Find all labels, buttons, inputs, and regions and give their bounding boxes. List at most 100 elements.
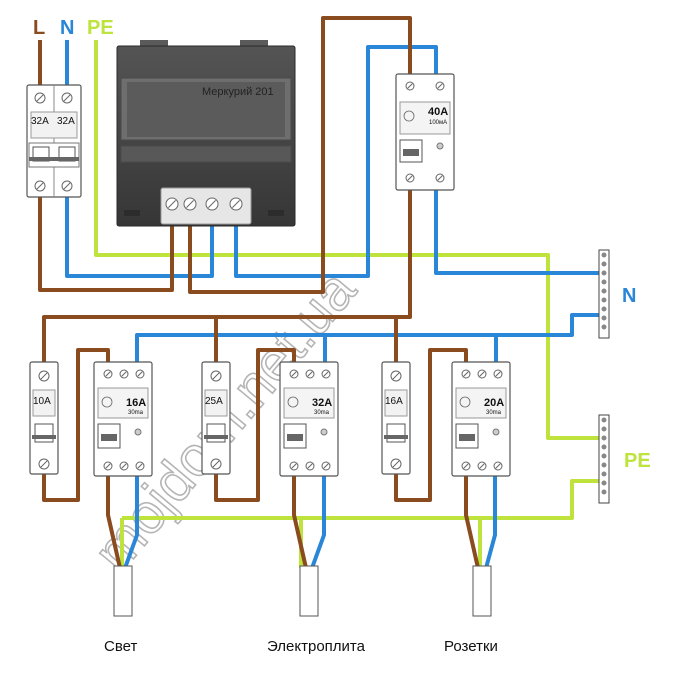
bus-screw xyxy=(601,261,607,267)
main-breaker-bottom-screw xyxy=(61,180,73,192)
n-light-drop xyxy=(123,470,139,569)
rcd-bottom-screw xyxy=(135,461,145,471)
main-breaker-top-screw xyxy=(61,92,73,104)
bus-screw xyxy=(601,252,607,258)
l-meter-to-rcd-wire xyxy=(188,16,412,294)
breaker-bottom-screw xyxy=(210,458,222,470)
bus-screw xyxy=(601,453,607,459)
rcd-bottom-screw xyxy=(103,461,113,471)
group-breaker-1: 10A xyxy=(29,361,59,475)
l-br2-to-rcd2-wire xyxy=(214,348,296,502)
rcd-sensitivity: 30ma xyxy=(128,410,144,416)
bus-screw xyxy=(601,462,607,468)
rcd-rating: 20A xyxy=(484,397,504,409)
pe-bus-wire xyxy=(122,479,602,520)
bus-screw xyxy=(601,471,607,477)
l-rcd-to-groups-wire xyxy=(42,185,412,367)
main-rcd-bottom-screw xyxy=(435,173,445,183)
meter-model-label: Меркурий 201 xyxy=(202,86,274,98)
l-sockets-drop xyxy=(464,470,480,569)
main-rcd-rating: 40A xyxy=(428,106,448,118)
main-rcd-sensitivity: 100мА xyxy=(429,120,447,126)
rcd-top-screw xyxy=(477,369,487,379)
cable-sockets xyxy=(472,565,492,617)
meter-terminal-screw xyxy=(205,197,219,211)
rcd-bottom-screw xyxy=(305,461,315,471)
caption-sockets: Розетки xyxy=(444,638,498,655)
main-rcd: 40A 100мА xyxy=(395,73,455,191)
rcd-top-screw xyxy=(119,369,129,379)
l-br1-to-rcd1-wire xyxy=(42,348,110,502)
bus-screw xyxy=(601,297,607,303)
rcd-bottom-screw xyxy=(321,461,331,471)
group-breaker-2: 25A xyxy=(201,361,231,475)
earth-label: PE xyxy=(87,17,114,39)
rcd-top-screw xyxy=(493,369,503,379)
wires xyxy=(38,16,602,569)
meter-terminal-screw xyxy=(229,197,243,211)
energy-meter: Меркурий 201 xyxy=(116,40,296,227)
rcd-bottom-screw xyxy=(289,461,299,471)
main-breaker-top-screw xyxy=(34,92,46,104)
bus-screw xyxy=(601,426,607,432)
main-breaker-rating-1: 32A xyxy=(31,116,49,127)
rcd-bottom-screw xyxy=(493,461,503,471)
meter-terminal-screw xyxy=(183,197,197,211)
bus-screw xyxy=(601,324,607,330)
bus-screw xyxy=(601,288,607,294)
bus-screw xyxy=(601,306,607,312)
breaker-top-screw xyxy=(390,370,402,382)
n-meter-to-rcd-wire xyxy=(234,45,438,278)
breaker-rating: 16A xyxy=(385,396,403,407)
rcd-rating: 32A xyxy=(312,397,332,409)
rcd-sensitivity: 30ma xyxy=(486,410,502,416)
breaker-top-screw xyxy=(38,370,50,382)
rcd-sensitivity: 30ma xyxy=(314,410,330,416)
earth-bus xyxy=(598,414,610,504)
caption-light: Свет xyxy=(104,638,137,655)
bus-screw xyxy=(601,279,607,285)
breaker-bottom-screw xyxy=(38,458,50,470)
breaker-bottom-screw xyxy=(390,458,402,470)
caption-stove: Электроплита xyxy=(267,638,366,655)
main-breaker-bottom-screw xyxy=(34,180,46,192)
neutral-label: N xyxy=(60,17,74,39)
main-rcd-top-screw xyxy=(435,81,445,91)
meter-terminal-screw xyxy=(165,197,179,211)
earth-bus-label: PE xyxy=(624,450,651,472)
l-breaker-to-meter-wire xyxy=(38,195,174,292)
l-light-drop xyxy=(106,470,122,569)
pe-feed-wire xyxy=(94,40,602,440)
n-bus-to-groups-wire xyxy=(135,313,602,367)
bus-screw xyxy=(601,489,607,495)
rcd-top-screw xyxy=(103,369,113,379)
cable-light xyxy=(113,565,133,617)
n-sockets-drop xyxy=(484,470,497,569)
bus-screw xyxy=(601,417,607,423)
bus-screw xyxy=(601,480,607,486)
main-breaker-rating-2: 32A xyxy=(57,116,75,127)
group-breaker-3: 16A xyxy=(381,361,411,475)
rcd-top-screw xyxy=(305,369,315,379)
bus-screw xyxy=(601,435,607,441)
rcd-top-screw xyxy=(321,369,331,379)
output-cables xyxy=(113,565,492,617)
phase-label: L xyxy=(33,17,45,39)
rcd-rating: 16A xyxy=(126,397,146,409)
rcd-bottom-screw xyxy=(119,461,129,471)
breaker-rating: 25A xyxy=(205,396,223,407)
l-stove-drop xyxy=(292,470,308,569)
neutral-bus-label: N xyxy=(622,285,636,307)
n-rcd-to-bus-wire xyxy=(434,185,602,275)
rcd-bottom-screw xyxy=(461,461,471,471)
main-rcd-top-screw xyxy=(405,81,415,91)
main-rcd-bottom-screw xyxy=(405,173,415,183)
neutral-bus xyxy=(598,249,610,339)
breaker-rating: 10A xyxy=(33,396,51,407)
rcd-top-screw xyxy=(135,369,145,379)
